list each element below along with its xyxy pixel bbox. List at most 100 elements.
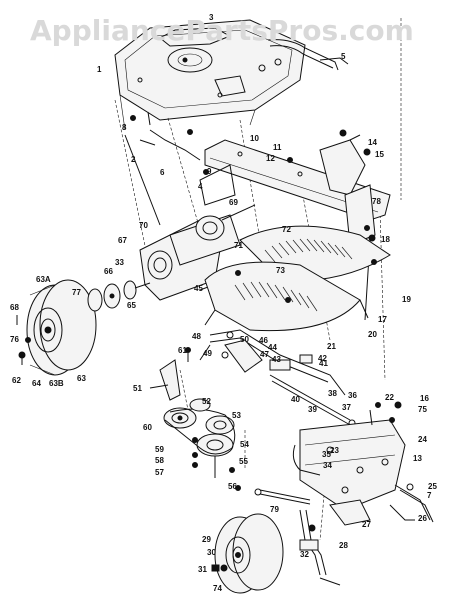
part-label: 68 — [10, 303, 19, 312]
part-label: 3 — [209, 13, 214, 22]
part-label: 40 — [291, 395, 300, 404]
part-label: 69 — [229, 198, 238, 207]
part-label: 70 — [139, 221, 148, 230]
part-label: 38 — [328, 389, 337, 398]
part-label: 60 — [143, 423, 152, 432]
part-label: 11 — [273, 143, 282, 152]
part-label: 63A — [36, 275, 51, 284]
steering-bracket — [319, 129, 371, 196]
part-label: 41 — [319, 359, 328, 368]
part-label: 54 — [240, 440, 249, 449]
deck-baffle-lower — [204, 261, 369, 332]
part-label: 62 — [12, 376, 21, 385]
part-label: 23 — [330, 446, 339, 455]
part-label: 24 — [418, 435, 427, 444]
part-label: 46 — [259, 336, 268, 345]
part-label: 32 — [300, 550, 309, 559]
part-label: 44 — [268, 343, 277, 352]
part-label: 1 — [97, 65, 102, 74]
part-label: 27 — [362, 520, 371, 529]
part-label: 48 — [192, 332, 201, 341]
part-label: 8 — [122, 123, 127, 132]
part-label: 29 — [202, 535, 211, 544]
part-label: 63 — [77, 374, 86, 383]
part-label: 78 — [372, 197, 381, 206]
part-label: 58 — [155, 456, 164, 465]
part-label: 74 — [213, 584, 222, 593]
part-label: 4 — [198, 182, 203, 191]
part-label: 10 — [250, 134, 259, 143]
part-label: 55 — [239, 457, 248, 466]
part-label: 75 — [418, 405, 427, 414]
part-label: 9 — [207, 167, 212, 176]
front-wheel — [211, 513, 284, 594]
pulley-belt-assembly — [163, 398, 241, 491]
transaxle-assembly — [124, 134, 256, 301]
part-label: 14 — [368, 138, 377, 147]
part-label: 67 — [118, 236, 127, 245]
part-label: 72 — [282, 225, 291, 234]
fasteners — [130, 111, 377, 303]
part-label: 57 — [155, 468, 164, 477]
part-label: 50 — [240, 335, 249, 344]
top-frame-pan — [114, 19, 306, 131]
part-label: 49 — [203, 349, 212, 358]
part-label: 30 — [207, 548, 216, 557]
watermark-logo: AppliancePartsPros.com — [30, 14, 414, 47]
part-label: 5 — [341, 52, 346, 61]
part-label: 37 — [342, 403, 351, 412]
part-label: 25 — [428, 482, 437, 491]
part-label: 61 — [178, 346, 187, 355]
part-label: 20 — [368, 330, 377, 339]
part-label: 15 — [375, 150, 384, 159]
part-label: 77 — [72, 288, 81, 297]
brake-linkage — [199, 329, 346, 396]
wheel-hub-parts — [16, 280, 151, 365]
tie-rod — [254, 488, 311, 505]
part-label: 76 — [10, 335, 19, 344]
part-label: 12 — [266, 154, 275, 163]
part-label: 51 — [133, 384, 142, 393]
part-label: 19 — [402, 295, 411, 304]
part-label: 7 — [427, 491, 432, 500]
part-label: 33 — [115, 258, 124, 267]
part-label: 18 — [381, 235, 390, 244]
part-label: 17 — [378, 315, 387, 324]
part-label: 21 — [327, 342, 336, 351]
part-label: 59 — [155, 445, 164, 454]
steering-shaft — [267, 39, 349, 71]
part-label: 52 — [202, 397, 211, 406]
shift-rod — [269, 374, 356, 427]
part-label: 35 — [322, 450, 331, 459]
pedal-bracket — [149, 347, 191, 401]
rear-wheel — [26, 279, 97, 376]
part-label: 47 — [260, 350, 269, 359]
part-label: 65 — [127, 301, 136, 310]
part-label: 36 — [348, 391, 357, 400]
part-label: 79 — [270, 505, 279, 514]
part-label: 13 — [413, 454, 422, 463]
part-label: 28 — [339, 541, 348, 550]
part-label: 6 — [160, 168, 165, 177]
part-label: 45 — [194, 284, 203, 293]
part-label: 63B — [49, 379, 64, 388]
part-label: 34 — [323, 461, 332, 470]
part-label: 2 — [131, 155, 136, 164]
part-label: 56 — [228, 482, 237, 491]
part-label: 71 — [234, 241, 243, 250]
part-label: 31 — [198, 565, 207, 574]
front-axle-assembly — [292, 401, 434, 526]
part-label: 73 — [276, 266, 285, 275]
front-spindle — [299, 509, 341, 586]
part-label: 53 — [232, 411, 241, 420]
part-label: 64 — [32, 379, 41, 388]
part-label: 16 — [420, 394, 429, 403]
part-label: 22 — [385, 393, 394, 402]
part-label: 66 — [104, 267, 113, 276]
part-label: 26 — [418, 514, 427, 523]
part-label: 39 — [308, 405, 317, 414]
part-label: 42 — [318, 354, 327, 363]
part-number-labels: 1 2 3 4 5 6 7 8 9 10 11 12 13 14 15 16 1… — [10, 13, 437, 593]
